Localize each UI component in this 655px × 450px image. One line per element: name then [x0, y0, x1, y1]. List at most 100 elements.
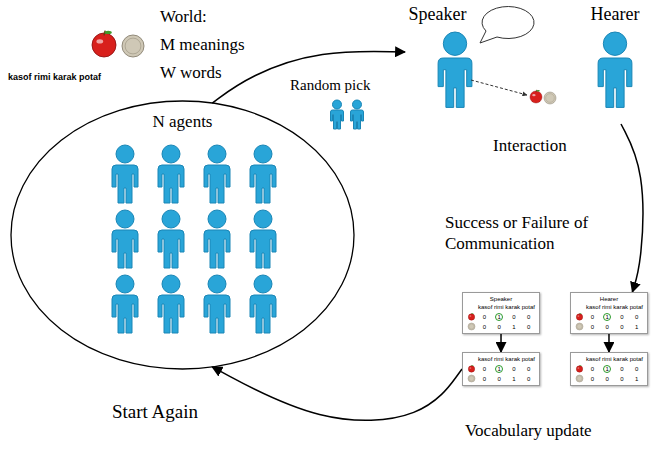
apple-icon: [468, 313, 474, 320]
cycle-arrow: [608, 334, 610, 352]
table-cell: 0: [495, 375, 503, 383]
apple-leaf: [105, 31, 112, 34]
coin-body: [576, 323, 583, 330]
table-header: kasof rimi karak potaf: [477, 355, 536, 363]
agent-head: [162, 210, 180, 228]
coin-body: [468, 323, 475, 330]
apple-shine: [469, 315, 471, 316]
agent-head: [208, 210, 226, 228]
vocabulary-table: kasof rimi karak potaf01000010: [462, 352, 540, 386]
speech-bubble: [480, 7, 534, 43]
table-cell: 0: [480, 375, 488, 383]
agent-head: [116, 210, 134, 228]
coin-icon: [576, 323, 583, 330]
word-list: kasof rimi karak potaf: [8, 72, 101, 83]
coin-rim: [577, 324, 582, 329]
world-title: World:: [160, 6, 207, 27]
coin-body: [576, 375, 583, 382]
apple-leaf: [580, 365, 582, 367]
step-label: Success or Failure of Communication: [445, 212, 595, 255]
table-cell: 0: [588, 365, 596, 373]
table-cell: 0: [588, 375, 596, 383]
table-cell: 0: [525, 375, 533, 383]
coin-body: [468, 375, 475, 382]
agent-head: [333, 100, 342, 109]
apple-body: [468, 314, 474, 320]
apple-leaf: [472, 365, 474, 367]
coin-rim: [546, 94, 555, 103]
agent-head: [208, 145, 226, 163]
table-cell: 0: [525, 323, 533, 331]
cycle-arrow: [621, 124, 643, 292]
agent-figure: [112, 210, 138, 268]
table-cell: 0: [633, 365, 641, 373]
population-outline: [11, 101, 354, 369]
table-cell: 0: [480, 313, 488, 321]
agent-body: [438, 58, 472, 107]
role-label: Speaker: [405, 4, 470, 25]
apple-icon: [530, 90, 542, 103]
table-cell: 1: [495, 365, 503, 373]
table-cell: 0: [480, 365, 488, 373]
agent-figure: [204, 210, 230, 268]
vocabulary-table: Speakerkasof rimi karak potaf01000010: [462, 292, 540, 334]
coin-icon: [122, 35, 144, 57]
agent-body: [158, 165, 184, 203]
agent-figure: [250, 275, 276, 333]
table-cell: 1: [510, 323, 518, 331]
cycle-arrow: [212, 51, 405, 103]
table-cell: 0: [525, 365, 533, 373]
apple-icon: [92, 31, 116, 57]
apple-leaf: [472, 313, 474, 315]
agent-head: [116, 275, 134, 293]
agent-body: [250, 230, 276, 268]
agent-body: [158, 295, 184, 333]
table-cell: 0: [510, 313, 518, 321]
agent-body: [112, 165, 138, 203]
agent-head: [603, 32, 626, 55]
population-label: N agents: [10, 112, 355, 132]
agent-body: [598, 58, 632, 107]
table-cell: 1: [603, 365, 611, 373]
agent-body: [331, 110, 344, 129]
vocabulary-table: Hearerkasof rimi karak potaf01000001: [570, 292, 648, 334]
agent-body: [351, 110, 364, 129]
coin-icon: [544, 92, 556, 104]
pointing-arrow: [471, 80, 527, 95]
table-cell: 1: [633, 323, 641, 331]
agent-figure: [158, 275, 184, 333]
agent-figure: [158, 210, 184, 268]
picked-agent: [331, 100, 344, 129]
agent-body: [204, 165, 230, 203]
coin-rim: [577, 376, 582, 381]
agent-head: [443, 32, 466, 55]
step-label: Start Again: [112, 400, 198, 424]
speaker-agent: Speaker: [405, 4, 470, 124]
apple-leaf: [536, 90, 540, 92]
agent-figure: [204, 145, 230, 203]
coin-icon: [576, 375, 583, 382]
step-label: Random pick: [290, 76, 370, 95]
apple-leaf: [580, 313, 582, 315]
table-cell: 0: [633, 313, 641, 321]
agent-body: [204, 230, 230, 268]
step-label: Vocabulary update: [465, 420, 592, 441]
population-ellipse: N agents: [10, 100, 355, 370]
apple-icon: [576, 313, 582, 320]
table-cell: 0: [588, 313, 596, 321]
table-cell: 1: [603, 313, 611, 321]
agent-head: [162, 275, 180, 293]
apple-shine: [532, 94, 535, 96]
apple-icon: [468, 365, 474, 372]
agent-figure: [112, 145, 138, 203]
apple-body: [92, 33, 116, 57]
hearer-agent: Hearer: [585, 4, 645, 124]
agent-figure: [158, 145, 184, 203]
table-cell: 1: [633, 375, 641, 383]
step-label: Interaction: [493, 135, 567, 156]
coin-rim: [469, 376, 474, 381]
agent-head: [254, 145, 272, 163]
table-cell: 0: [525, 313, 533, 321]
table-cell: 0: [618, 313, 626, 321]
speaker-figure: [438, 32, 472, 107]
